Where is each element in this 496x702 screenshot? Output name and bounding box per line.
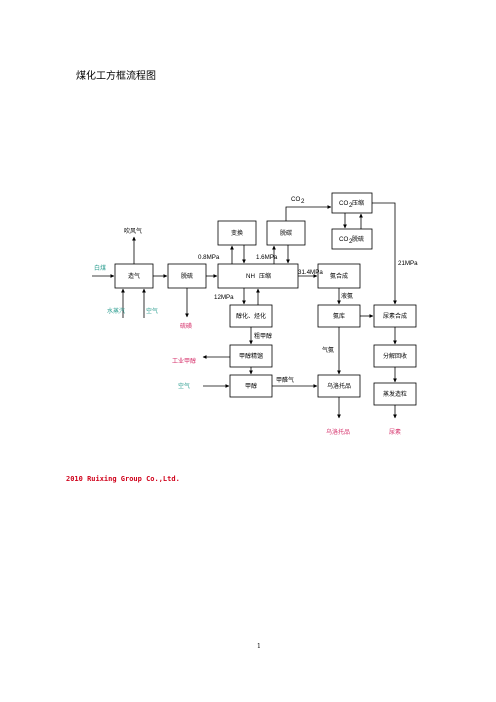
co2-to-urea-line — [372, 202, 397, 305]
shift-box — [217, 220, 257, 246]
co2-label: CO — [291, 196, 300, 203]
co2-compression-sub: 2 — [349, 202, 353, 209]
ammonia-synthesis-text: 氨合成 — [330, 272, 348, 280]
co2-stripping-box — [331, 228, 373, 250]
ammonium-bicarbonate-text: 乌洛托品 — [327, 382, 351, 390]
evaporation-granulation-text: 蒸发造粒 — [383, 390, 407, 398]
blow-gas-label: 吹风气 — [124, 227, 142, 235]
page-number: 1 — [257, 643, 261, 650]
p21-label: 21MPa — [398, 260, 418, 267]
urea-product-label: 尿素 — [389, 428, 401, 436]
compression-prefix-text: NH — [246, 273, 255, 280]
decarbonization-text: 脱碳 — [280, 229, 292, 237]
compression-box — [217, 263, 299, 289]
footer-copyright: 2010 Ruixing Group Co.,Ltd. — [66, 475, 180, 483]
compression-text: 压缩 — [259, 272, 271, 280]
ammonia-synthesis-box — [317, 263, 361, 289]
gasification-box — [114, 263, 154, 289]
co2-compression-text: 压缩 — [352, 199, 364, 207]
co2-label-sub: 2 — [301, 198, 305, 205]
ammonia-library-text: 氨库 — [333, 312, 345, 320]
gas-ammonia-label: 气氨 — [322, 346, 334, 354]
co2-compression-prefix: CO — [339, 200, 348, 207]
steam-label: 水蒸汽 — [107, 307, 125, 315]
page-title: 煤化工方框流程图 — [76, 71, 156, 82]
desulfurization-box — [167, 263, 207, 289]
decarbonization-box — [266, 220, 306, 246]
bicarb-product-label: 乌洛托品 — [326, 428, 350, 436]
sulfur-label: 硫磺 — [180, 322, 192, 330]
co2-stripping-sub: 2 — [349, 238, 353, 245]
co2-stripping-prefix: CO — [339, 236, 348, 243]
liquid-ammonia-label: 液氨 — [341, 292, 353, 300]
p16-label: 1.6MPa — [256, 254, 278, 261]
crude-methanol-label: 粗甲醇 — [254, 332, 272, 340]
gasification-text: 造气 — [128, 272, 140, 280]
industrial-methanol-label: 工业甲醇 — [172, 357, 196, 365]
methanol-alkylation-text: 醇化、烃化 — [236, 312, 266, 320]
coal-label: 白煤 — [94, 264, 106, 272]
p12-label: 12MPa — [214, 294, 234, 301]
p314-label: 31.4MPa — [298, 269, 323, 276]
methanol-refining-text: 甲醇精馏 — [239, 352, 263, 360]
desulfurization-text: 脱硫 — [181, 272, 193, 280]
co2-line — [285, 205, 332, 221]
urea-synthesis-text: 尿素合成 — [383, 312, 407, 320]
air2-label: 空气 — [178, 382, 190, 390]
air1-label: 空气 — [146, 307, 158, 315]
methanol-text: 甲醇 — [245, 382, 257, 390]
methanol-gas-label: 甲醛气 — [276, 376, 294, 384]
shift-text: 变换 — [231, 229, 243, 237]
co2-stripping-text: 脱硫 — [352, 235, 364, 243]
p08-label: 0.8MPa — [198, 254, 220, 261]
decomposition-recovery-text: 分解回收 — [383, 352, 407, 360]
